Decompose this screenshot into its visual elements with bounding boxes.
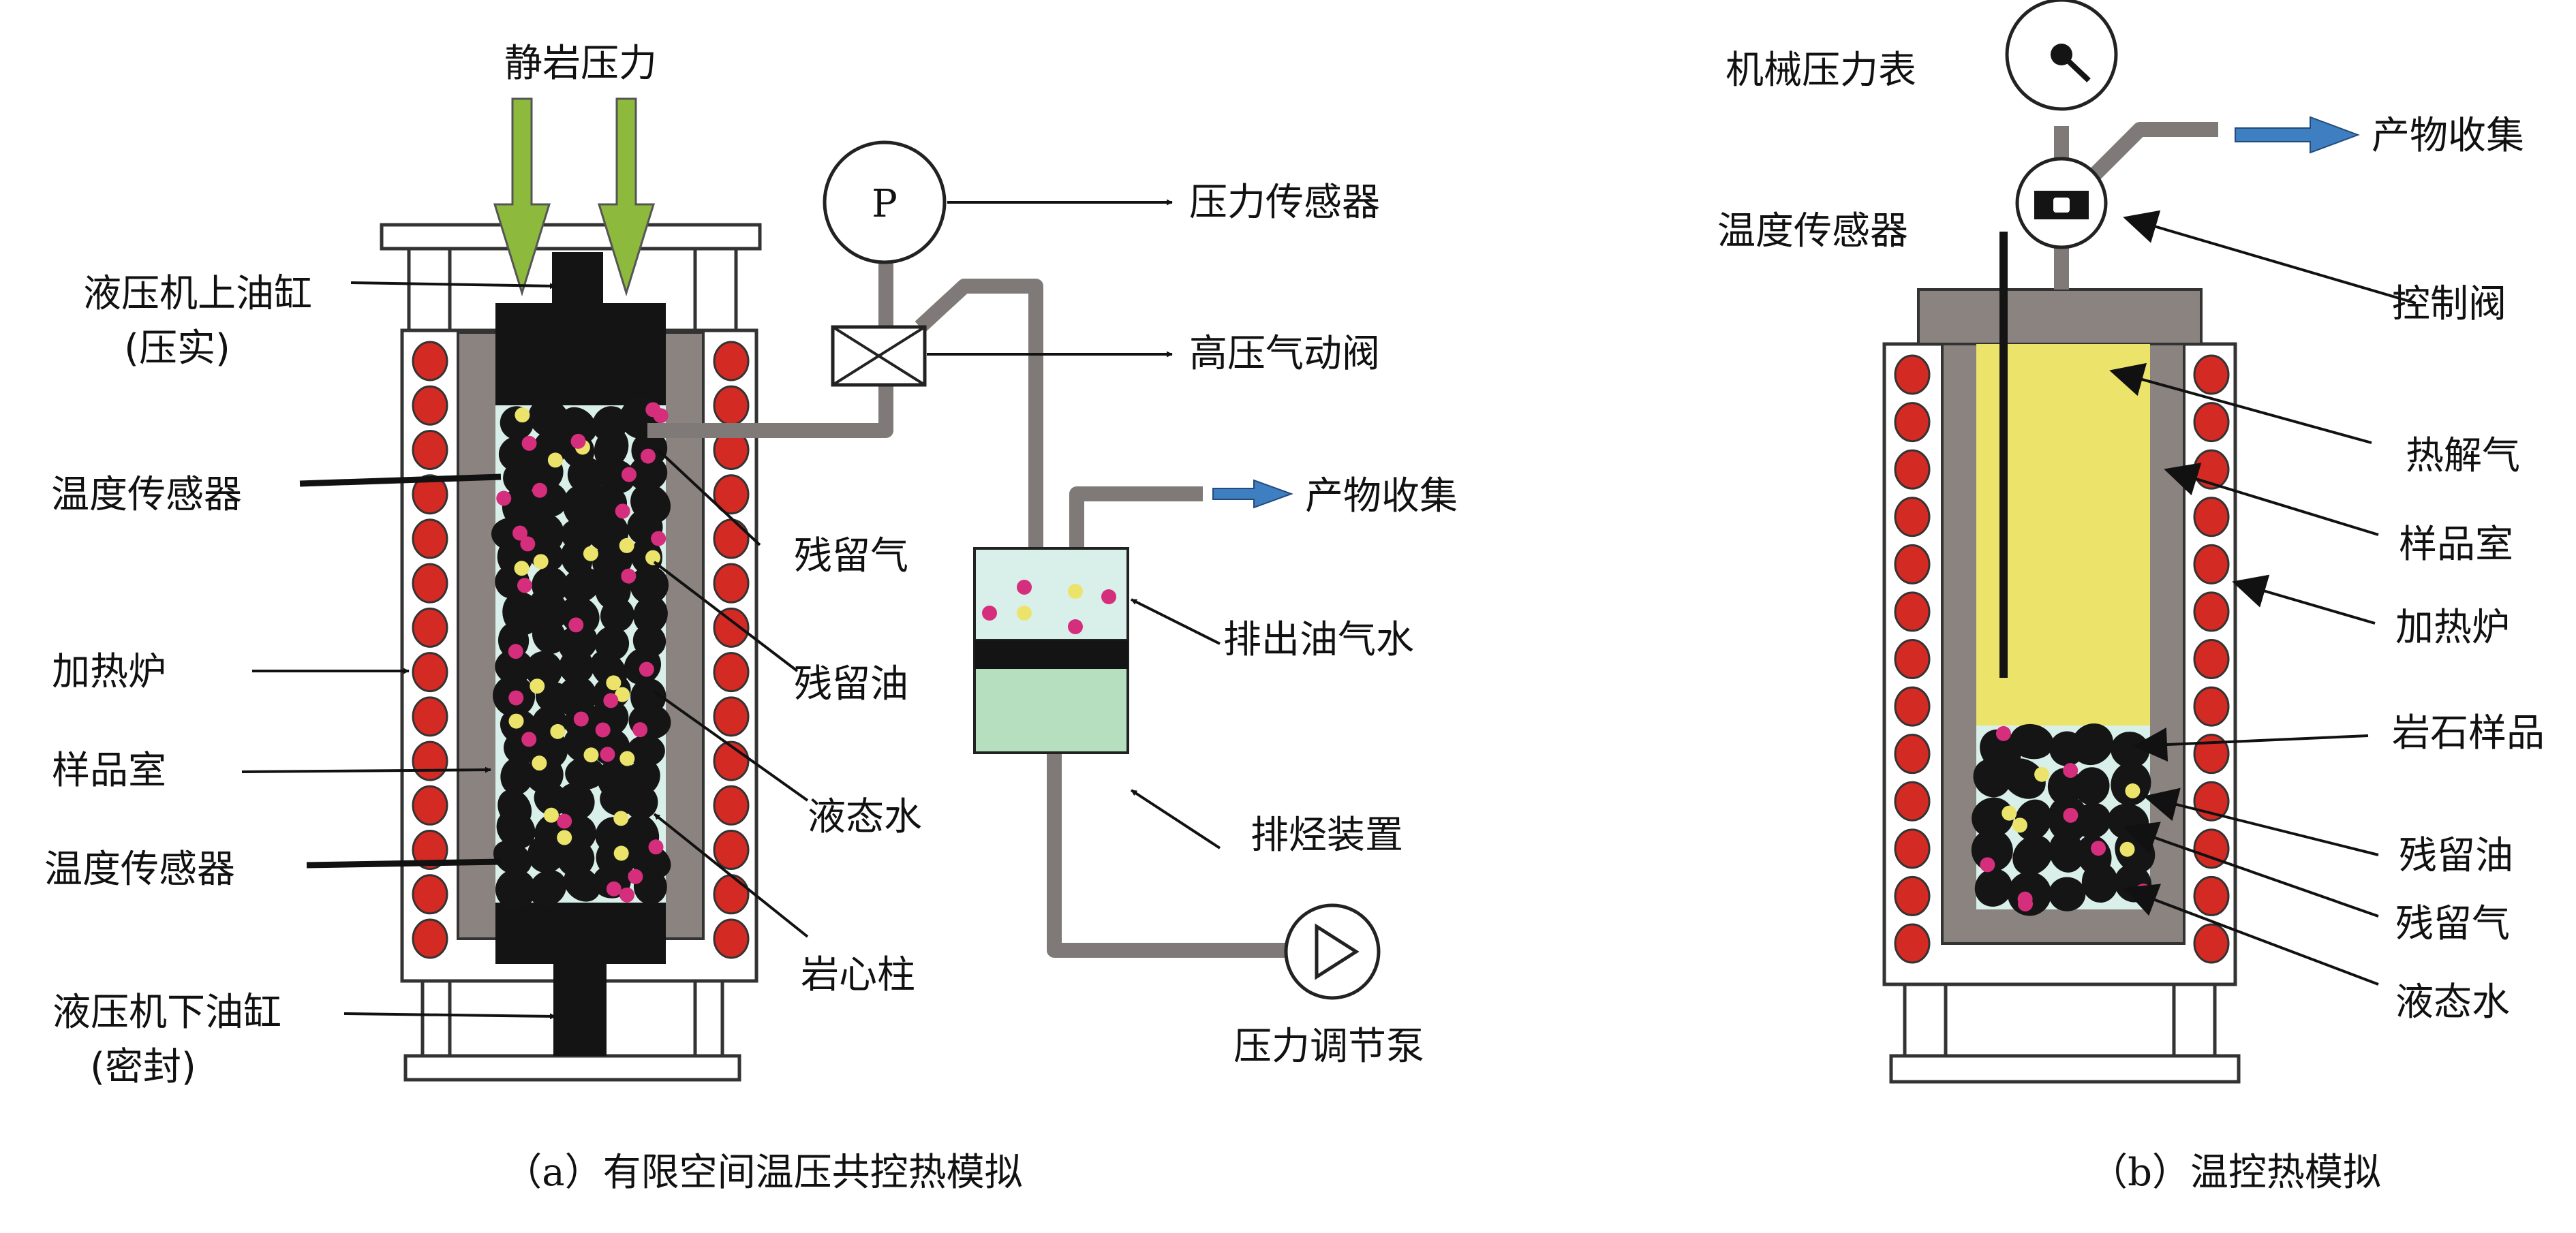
- label-lower-cylinder-note: (密封): [90, 1045, 196, 1089]
- label-product-collection-b: 产物收集: [2372, 114, 2524, 158]
- label-liquid-water-b: 液态水: [2395, 980, 2510, 1025]
- label-pressure-pump: 压力调节泵: [1233, 1025, 1424, 1069]
- pressure-gauge-a: P: [823, 140, 947, 264]
- label-pressure-sensor: 压力传感器: [1189, 181, 1380, 225]
- label-liquid-water-a: 液态水: [808, 795, 922, 839]
- label-upper-cylinder-note: (压实): [124, 326, 230, 371]
- heating-coils-b-left: [1894, 354, 1931, 964]
- product-arrow-a: [1212, 479, 1293, 509]
- rock-particles-a: [491, 397, 671, 910]
- rock-particles-b: [1971, 723, 2156, 916]
- label-upper-cylinder: 液压机上油缸: [83, 272, 312, 316]
- pointer-arrows-b: [2109, 210, 2417, 986]
- label-residual-gas-a: 残留气: [794, 534, 908, 578]
- label-product-collection-a: 产物收集: [1305, 474, 1458, 518]
- pressure-gauge-symbol: P: [872, 182, 898, 226]
- labels-b: 机械压力表 产物收集 温度传感器 控制阀 热解气 样品室 加热炉 岩石样品 残留…: [1717, 48, 2545, 1195]
- labels-a: 静岩压力 液压机上油缸 (压实) 温度传感器 加热炉 样品室 温度传感器 液压机…: [44, 42, 1458, 1195]
- label-sample-chamber-b: 样品室: [2399, 522, 2513, 567]
- pneumatic-valve-icon: [831, 325, 927, 387]
- mechanical-gauge-icon: [2005, 0, 2118, 111]
- label-temp-sensor-bottom: 温度传感器: [44, 847, 235, 892]
- panel-b: 机械压力表 产物收集 温度传感器 控制阀 热解气 样品室 加热炉 岩石样品 残留…: [1717, 0, 2545, 1195]
- pipes-a: [647, 262, 1288, 958]
- caption-b: （b）温控热模拟: [2089, 1151, 2381, 1195]
- label-control-valve: 控制阀: [2392, 282, 2506, 326]
- label-lower-cylinder: 液压机下油缸: [52, 990, 281, 1035]
- label-pneumatic-valve: 高压气动阀: [1189, 332, 1380, 376]
- label-core-column: 岩心柱: [801, 953, 915, 997]
- pointer-arrows-a: [241, 199, 1221, 1020]
- label-residual-oil-b: 残留油: [2399, 834, 2513, 878]
- control-valve-icon: [2015, 157, 2108, 249]
- label-temp-sensor-top: 温度传感器: [51, 473, 242, 517]
- pistons-a: [495, 252, 666, 1056]
- label-heating-furnace: 加热炉: [52, 650, 166, 694]
- lid-b: [1917, 288, 2203, 345]
- caption-a: （a）有限空间温压共控热模拟: [504, 1151, 1022, 1195]
- heating-coils-a-left: [412, 341, 448, 959]
- hydrocarbon-device: [973, 547, 1129, 754]
- pressure-pump-icon: [1284, 903, 1381, 1000]
- panel-a: P: [44, 42, 1458, 1195]
- label-hydrocarbon-device: 排烃装置: [1251, 813, 1403, 858]
- label-heating-furnace-b: 加热炉: [2395, 606, 2510, 650]
- label-mech-gauge: 机械压力表: [1726, 48, 1916, 93]
- label-discharge: 排出油气水: [1223, 618, 1414, 662]
- label-static-pressure: 静岩压力: [504, 42, 657, 86]
- label-pyrolysis-gas: 热解气: [2406, 434, 2520, 478]
- static-pressure-arrows: [493, 97, 656, 297]
- label-residual-oil-a: 残留油: [794, 662, 908, 706]
- heating-coils-a-right: [713, 341, 750, 959]
- label-rock-sample: 岩石样品: [2392, 711, 2545, 755]
- label-sample-chamber-a: 样品室: [52, 749, 166, 793]
- label-residual-gas-b: 残留气: [2395, 902, 2510, 946]
- label-temp-sensor-b: 温度传感器: [1717, 209, 1908, 253]
- product-arrow-b: [2235, 116, 2360, 154]
